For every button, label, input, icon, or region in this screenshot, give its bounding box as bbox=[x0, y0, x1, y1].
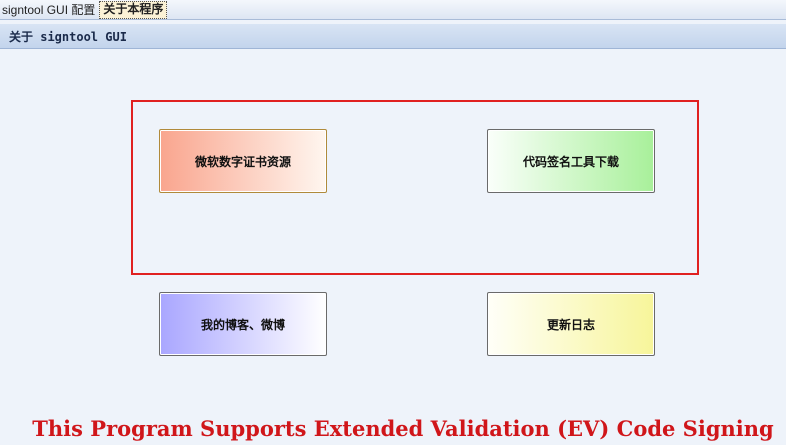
blog-weibo-button[interactable]: 我的博客、微博 bbox=[159, 292, 327, 356]
tab-bar: signtool GUI 配置 关于本程序 bbox=[0, 0, 786, 20]
section-header: 关于 signtool GUI bbox=[0, 24, 786, 49]
tab-config[interactable]: signtool GUI 配置 bbox=[2, 2, 96, 17]
tab-about[interactable]: 关于本程序 bbox=[99, 0, 168, 19]
page-title: 关于 signtool GUI bbox=[9, 30, 127, 44]
ev-support-notice: This Program Supports Extended Validatio… bbox=[32, 416, 774, 441]
ms-cert-resources-button[interactable]: 微软数字证书资源 bbox=[159, 129, 327, 193]
code-sign-tool-download-button[interactable]: 代码签名工具下载 bbox=[487, 129, 655, 193]
changelog-button[interactable]: 更新日志 bbox=[487, 292, 655, 356]
highlight-box bbox=[131, 100, 699, 275]
